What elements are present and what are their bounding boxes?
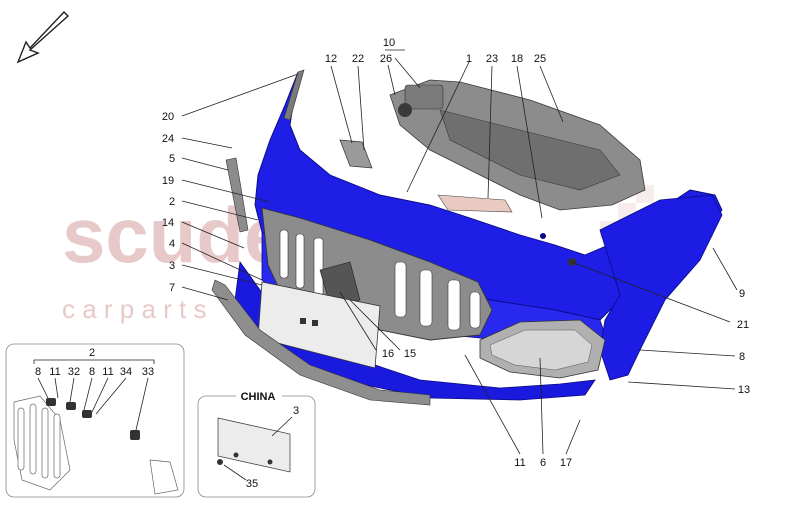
watermark-sub: c a r p a r t s [62, 294, 207, 324]
inset-grille-detail: 2 8 11 32 8 11 34 33 [5, 343, 185, 498]
callout-18: 18 [511, 53, 523, 65]
inset-china-title: CHINA [241, 391, 276, 403]
callout-19: 19 [162, 175, 174, 187]
lower-splitter [211, 279, 431, 406]
inset-label-34: 34 [120, 366, 132, 378]
callout-5: 5 [169, 153, 175, 165]
callout-26: 26 [380, 53, 392, 65]
inset-label-8b: 8 [89, 366, 95, 378]
inset-china-label-3: 3 [293, 405, 299, 417]
part-callouts: 10 12 22 26 1 23 18 25 20 24 5 19 2 14 4… [162, 37, 750, 469]
callout-11: 11 [514, 457, 525, 469]
bumper-support-frame [389, 79, 646, 211]
callout-20: 20 [162, 111, 174, 123]
arrow-icon [16, 10, 70, 64]
callout-24: 24 [162, 133, 174, 145]
callout-16: 16 [382, 348, 394, 360]
inset-label-8a: 8 [35, 366, 41, 378]
inset-label-11b: 11 [102, 366, 113, 378]
callout-1: 1 [466, 53, 472, 65]
callout-3: 3 [169, 260, 175, 272]
callout-25: 25 [534, 53, 546, 65]
inset-label-11a: 11 [49, 366, 60, 378]
callout-17: 17 [560, 457, 572, 469]
lower-mesh-grille [479, 319, 606, 379]
callout-9: 9 [739, 288, 745, 300]
callout-22: 22 [352, 53, 364, 65]
side-trim [225, 69, 305, 233]
absorber-pad [437, 194, 513, 213]
inset-label-32: 32 [68, 366, 80, 378]
inset-china-label-35: 35 [246, 478, 258, 490]
callout-7: 7 [169, 282, 175, 294]
inset-grille-group-label: 2 [89, 347, 95, 359]
callout-13: 13 [738, 384, 750, 396]
callout-14: 14 [162, 217, 174, 229]
leader-lines [181, 49, 738, 455]
bracket-part [339, 139, 373, 169]
inset-label-33: 33 [142, 366, 154, 378]
trident-emblem-icon [319, 261, 361, 306]
callout-6: 6 [540, 457, 546, 469]
callout-2: 2 [169, 196, 175, 208]
callout-4: 4 [169, 238, 175, 250]
callout-15: 15 [404, 348, 416, 360]
license-plate-holder [257, 281, 381, 369]
callout-21: 21 [737, 319, 749, 331]
callout-12: 12 [325, 53, 337, 65]
callout-8: 8 [739, 351, 745, 363]
callout-23: 23 [486, 53, 498, 65]
inset-china-plate: CHINA 3 35 [197, 389, 316, 498]
callout-10: 10 [383, 37, 395, 49]
